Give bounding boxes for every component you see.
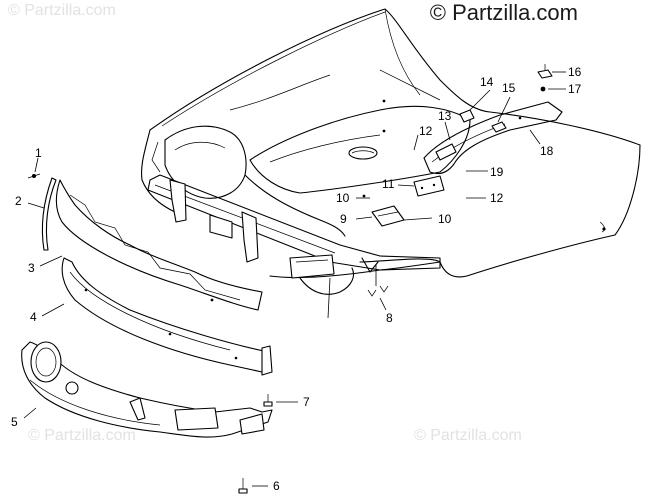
callout-14: 14 — [480, 75, 494, 89]
watermark-bottom-left: © Partzilla.com — [28, 427, 136, 444]
part-3-reinforcement — [55, 179, 263, 311]
part-6-screw — [238, 478, 248, 494]
front-frame — [147, 174, 441, 295]
callout-10-a: 10 — [336, 191, 350, 205]
leader-lines — [23, 71, 566, 487]
part-15-clip — [491, 121, 507, 133]
callout-11: 11 — [382, 177, 395, 191]
callout-labels: 1 2 3 4 5 6 7 8 9 10 10 11 12 12 13 14 1… — [11, 65, 582, 493]
callout-4: 4 — [30, 310, 37, 324]
callout-15: 15 — [502, 81, 516, 95]
callout-3: 3 — [28, 261, 35, 275]
callout-12-a: 12 — [419, 124, 433, 138]
hood-shell — [149, 8, 641, 279]
callout-12-b: 12 — [490, 191, 504, 205]
callout-2: 2 — [15, 194, 22, 208]
callout-1: 1 — [35, 146, 42, 160]
part-7-screw — [263, 394, 273, 407]
callout-19: 19 — [490, 165, 504, 179]
part-8-hardware — [367, 285, 389, 297]
part-11-bracket — [413, 175, 445, 197]
callout-9: 9 — [340, 212, 347, 226]
part-16-plug — [537, 64, 553, 79]
callout-17: 17 — [568, 82, 582, 96]
callout-16: 16 — [568, 65, 582, 79]
watermark-top-left: © Partzilla.com — [8, 2, 116, 19]
hood-opening — [249, 105, 471, 194]
part-9-bracket — [371, 205, 405, 227]
callout-18: 18 — [540, 144, 554, 158]
part-5-belly-pan — [21, 341, 273, 438]
part-17-nut — [540, 86, 546, 92]
watermark-main: © Partzilla.com — [429, 0, 578, 25]
callout-5: 5 — [11, 415, 18, 429]
callout-7: 7 — [303, 395, 310, 409]
callout-13: 13 — [438, 109, 452, 123]
part-2-trim-strip — [41, 177, 57, 251]
watermark-bottom-right: © Partzilla.com — [414, 427, 522, 444]
part-4-front-bumper — [61, 257, 273, 376]
part-1-clip — [27, 173, 41, 179]
part-14-block — [459, 109, 475, 123]
callout-10-b: 10 — [438, 212, 452, 226]
callout-8: 8 — [386, 311, 393, 325]
callout-6: 6 — [273, 479, 280, 493]
